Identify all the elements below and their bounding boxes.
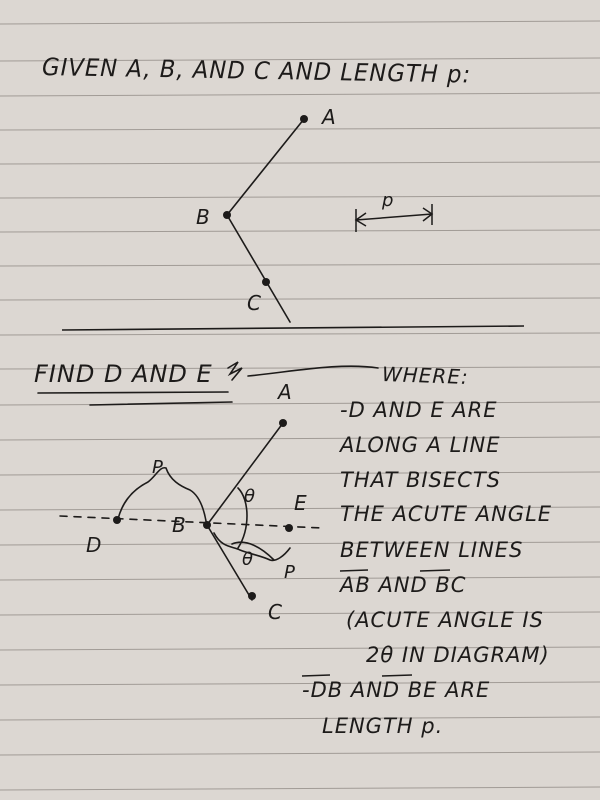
condition-line: LENGTH p. (322, 714, 444, 738)
point-b-dot-2 (203, 521, 211, 529)
condition-line: 2θ IN DIAGRAM) (366, 643, 550, 667)
condition-line: -DB AND BE ARE (302, 678, 491, 702)
point-c-dot (262, 278, 270, 286)
theta-label-top: θ (244, 486, 255, 507)
condition-line: ALONG A LINE (340, 433, 501, 457)
length-p-label-right: P (284, 562, 295, 583)
point-c-label-2: C (268, 600, 282, 624)
find-heading: FIND D AND E (34, 360, 213, 388)
theta-label-bottom: θ (242, 549, 253, 570)
condition-line: THE ACUTE ANGLE (340, 502, 553, 526)
point-e-label: E (294, 491, 307, 515)
point-c-dot-2 (248, 592, 256, 600)
point-b-dot (223, 211, 231, 219)
condition-line: BETWEEN LINES (340, 538, 524, 562)
point-b-label: B (196, 205, 210, 229)
point-a-label: A (320, 105, 336, 129)
point-b-label-2: B (172, 513, 186, 537)
condition-line: (ACUTE ANGLE IS (346, 608, 544, 632)
point-a-dot-2 (279, 419, 287, 427)
condition-line: -D AND E ARE (340, 398, 498, 422)
condition-line: AB AND BC (340, 573, 467, 597)
length-p-label: p (381, 190, 393, 211)
length-p-indicator (354, 204, 434, 232)
condition-line: THAT BISECTS (340, 468, 501, 492)
point-a-dot (300, 115, 308, 123)
length-p-label-left: P (152, 457, 163, 478)
point-a-label-2: A (276, 380, 292, 404)
point-c-label: C (247, 291, 261, 315)
point-e-dot (285, 524, 293, 532)
point-d-dot (113, 516, 121, 524)
point-d-label: D (86, 533, 101, 557)
section-divider (61, 325, 525, 331)
